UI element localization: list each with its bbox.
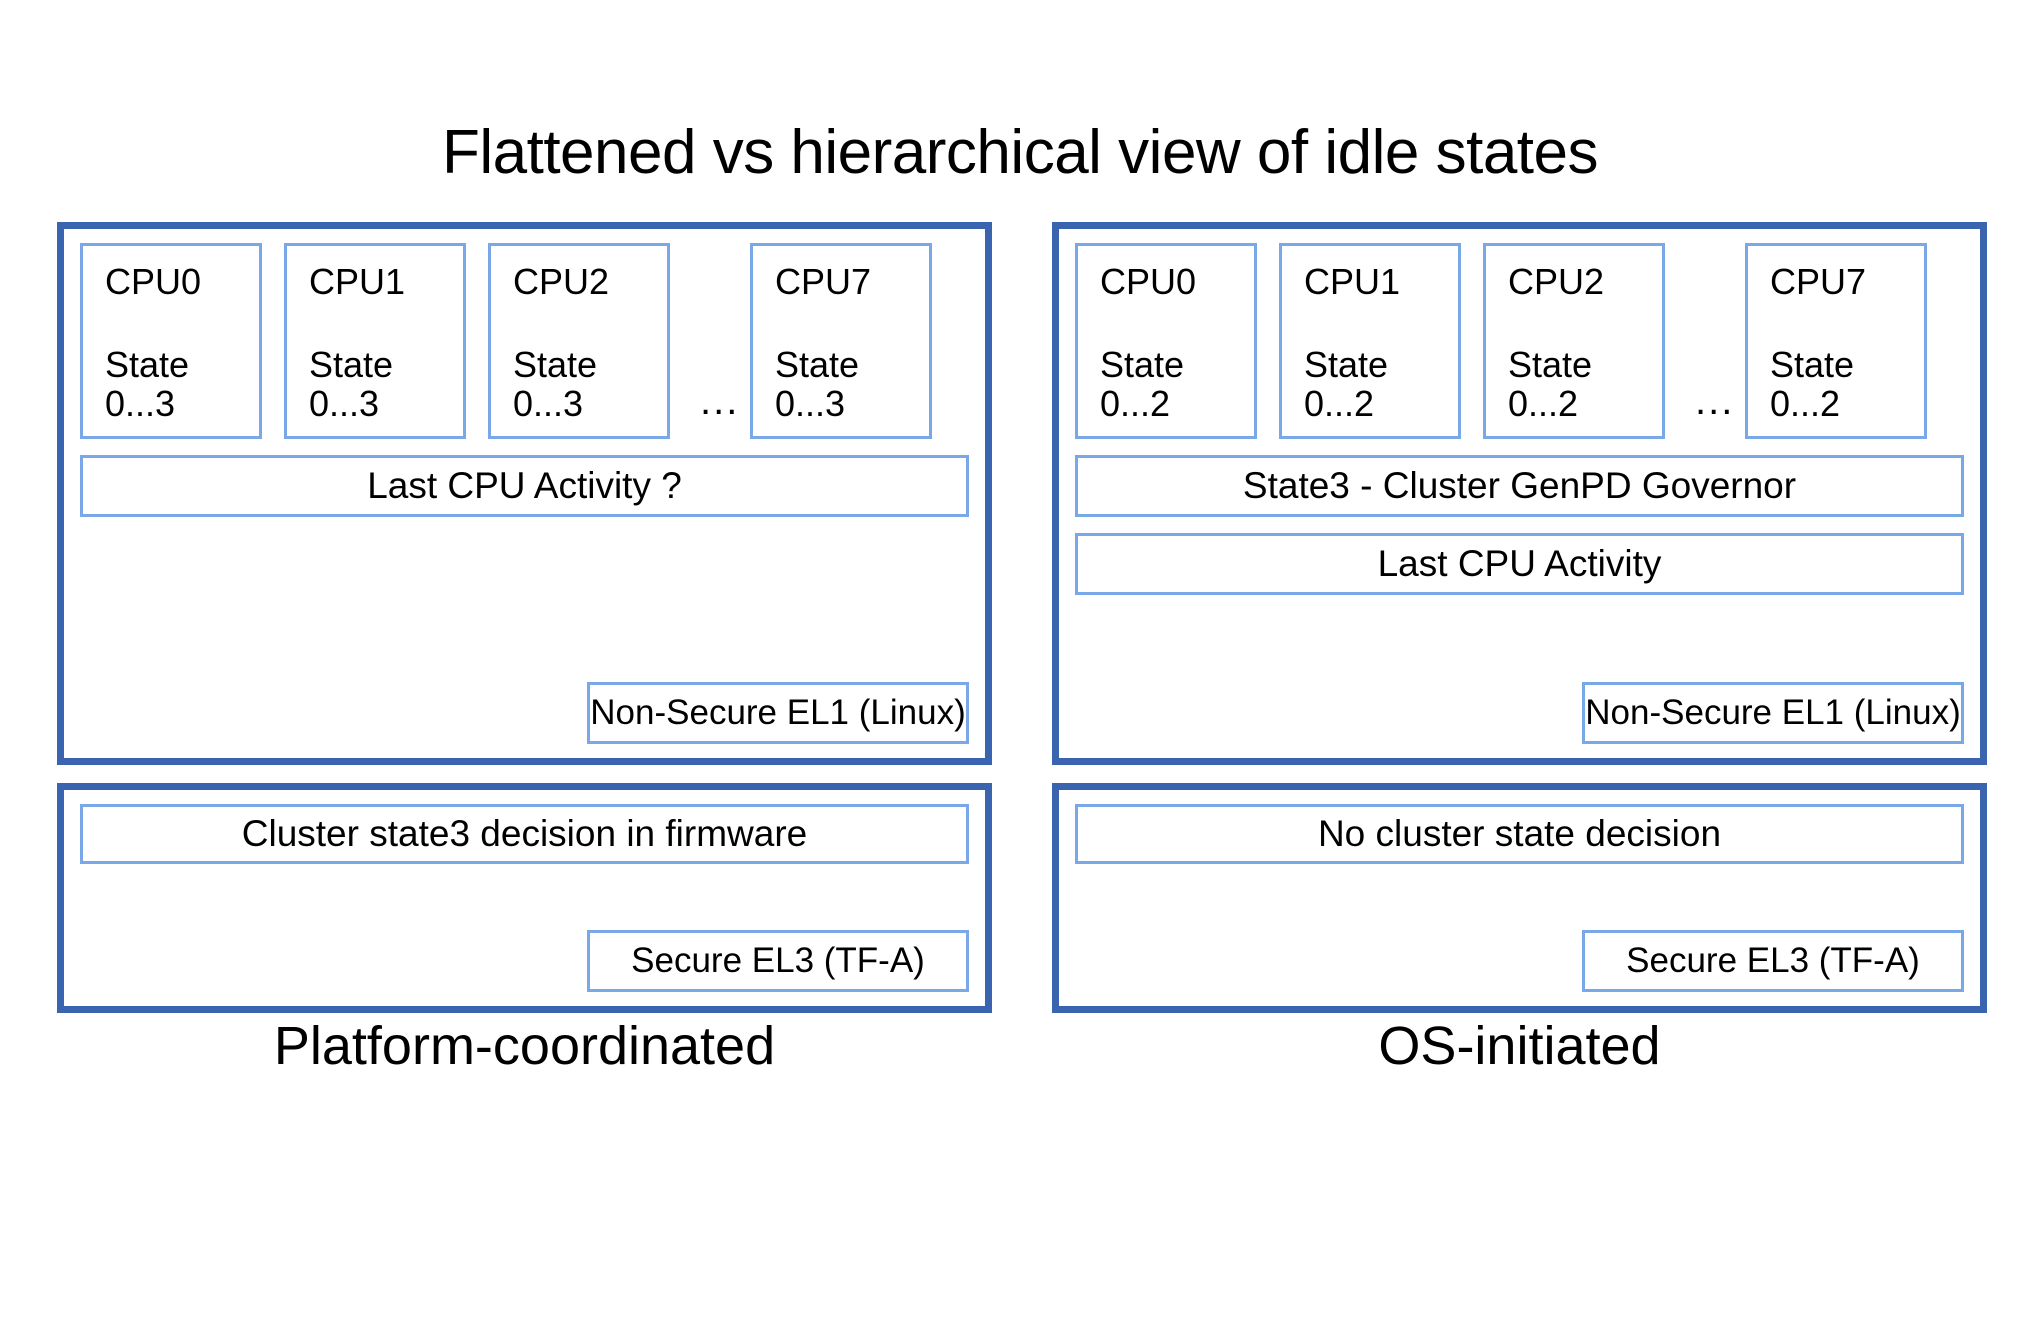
cpu-range-ellipsis: ... xyxy=(692,243,750,439)
cpu-state-label: State xyxy=(309,344,394,385)
cpu-state-label: State xyxy=(1304,344,1389,385)
cpu-box-cpu2: CPU2 State 0...2 xyxy=(1483,243,1665,439)
cpu-state-range: 0...3 xyxy=(309,382,380,424)
caption-os-initiated: OS-initiated xyxy=(1378,1016,1661,1076)
cpu-state-range: 0...2 xyxy=(1508,382,1579,424)
cpu-state-label: State xyxy=(1770,344,1855,385)
cpu-box-cpu7: CPU7 State 0...2 xyxy=(1745,243,1927,439)
cpu-state-label: State xyxy=(1508,344,1593,385)
cpu-state-label: State xyxy=(1100,344,1185,385)
column-platform-coordinated: CPU0 State 0...3 CPU1 State 0...3 CPU2 xyxy=(57,222,992,1013)
cpu-state-block: State 0...3 xyxy=(309,344,463,424)
cpu-state-block: State 0...3 xyxy=(513,344,667,424)
cpu-state-range: 0...2 xyxy=(1100,382,1171,424)
page-title: Flattened vs hierarchical view of idle s… xyxy=(441,118,1599,187)
right-cluster-genpd-governor-bar: State3 - Cluster GenPD Governor xyxy=(1075,455,1964,517)
cpu-box-cpu7: CPU7 State 0...3 xyxy=(750,243,932,439)
cpu-box-cpu0: CPU0 State 0...3 xyxy=(80,243,262,439)
cpu-label: CPU0 xyxy=(105,261,202,302)
right-os-panel: CPU0 State 0...2 CPU1 State 0...2 CPU2 xyxy=(1052,222,1987,765)
left-os-panel: CPU0 State 0...3 CPU1 State 0...3 CPU2 xyxy=(57,222,992,765)
cpu-label: CPU0 xyxy=(1100,261,1197,302)
right-cluster-decision-bar: No cluster state decision xyxy=(1075,804,1964,864)
cpu-label: CPU2 xyxy=(1508,261,1605,302)
left-firmware-panel: Cluster state3 decision in firmware Secu… xyxy=(57,783,992,1013)
cpu-label: CPU1 xyxy=(1304,261,1401,302)
cpu-state-block: State 0...3 xyxy=(775,344,929,424)
cpu-range-ellipsis: ... xyxy=(1687,243,1745,439)
left-cluster-decision-bar: Cluster state3 decision in firmware xyxy=(80,804,969,864)
cpu-state-label: State xyxy=(105,344,190,385)
left-non-secure-el1-badge: Non-Secure EL1 (Linux) xyxy=(587,682,969,744)
cpu-box-cpu2: CPU2 State 0...3 xyxy=(488,243,670,439)
right-firmware-panel: No cluster state decision Secure EL3 (TF… xyxy=(1052,783,1987,1013)
cpu-state-block: State 0...2 xyxy=(1770,344,1924,424)
cpu-state-range: 0...2 xyxy=(1304,382,1375,424)
ellipsis-text: ... xyxy=(1695,379,1735,423)
cpu-label: CPU1 xyxy=(309,261,406,302)
right-secure-el3-badge: Secure EL3 (TF-A) xyxy=(1582,930,1964,992)
right-non-secure-el1-badge: Non-Secure EL1 (Linux) xyxy=(1582,682,1964,744)
cpu-state-block: State 0...2 xyxy=(1304,344,1458,424)
cpu-state-range: 0...2 xyxy=(1770,382,1841,424)
cpu-box-cpu0: CPU0 State 0...2 xyxy=(1075,243,1257,439)
cpu-box-cpu1: CPU1 State 0...2 xyxy=(1279,243,1461,439)
left-secure-el3-badge: Secure EL3 (TF-A) xyxy=(587,930,969,992)
cpu-state-label: State xyxy=(775,344,860,385)
caption-platform-coordinated: Platform-coordinated xyxy=(273,1016,776,1076)
left-cpu-row: CPU0 State 0...3 CPU1 State 0...3 CPU2 xyxy=(80,243,969,439)
cpu-state-label: State xyxy=(513,344,598,385)
right-cpu-row: CPU0 State 0...2 CPU1 State 0...2 CPU2 xyxy=(1075,243,1964,439)
cpu-state-range: 0...3 xyxy=(105,382,176,424)
cpu-state-block: State 0...2 xyxy=(1508,344,1662,424)
cpu-box-cpu1: CPU1 State 0...3 xyxy=(284,243,466,439)
cpu-state-block: State 0...2 xyxy=(1100,344,1254,424)
cpu-label: CPU2 xyxy=(513,261,610,302)
cpu-label: CPU7 xyxy=(775,261,872,302)
right-last-cpu-activity-bar: Last CPU Activity xyxy=(1075,533,1964,595)
cpu-state-range: 0...3 xyxy=(513,382,584,424)
cpu-label: CPU7 xyxy=(1770,261,1867,302)
left-last-cpu-activity-bar: Last CPU Activity ? xyxy=(80,455,969,517)
ellipsis-text: ... xyxy=(700,379,740,423)
column-os-initiated: CPU0 State 0...2 CPU1 State 0...2 CPU2 xyxy=(1052,222,1987,1013)
cpu-state-range: 0...3 xyxy=(775,382,846,424)
cpu-state-block: State 0...3 xyxy=(105,344,259,424)
